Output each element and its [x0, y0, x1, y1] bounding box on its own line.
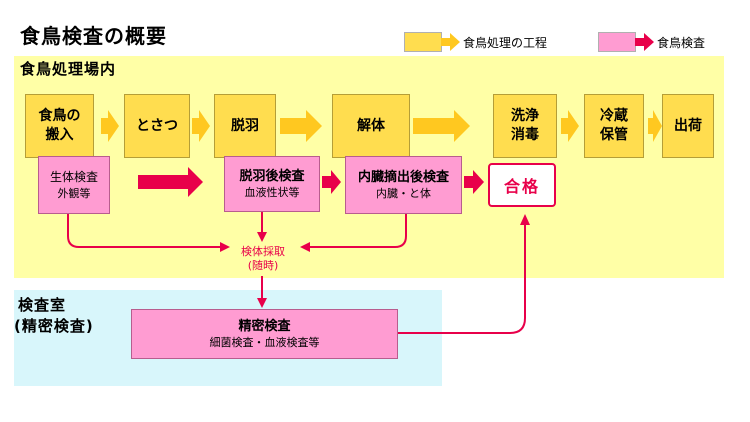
arrowhead-evisceration-sampling [300, 242, 310, 252]
process-arrow-4 [413, 110, 470, 142]
legend-inspection-arrow-icon [635, 33, 654, 51]
inspection-defeather: 脱羽後検査 血液性状等 [224, 156, 320, 212]
arrowhead-defeather-sampling [257, 232, 267, 242]
inspection-live-title: 生体検査 [49, 170, 98, 184]
step-dismantling: 解体 [332, 94, 410, 158]
step-defeathering: 脱羽 [214, 94, 276, 158]
inspection-precision-title: 精密検査 [238, 319, 291, 334]
sampling-label-line1: 検体採取 [241, 245, 285, 258]
process-arrow-3 [280, 110, 322, 142]
step-cold-storage: 冷蔵 保管 [584, 94, 644, 158]
page-title: 食鳥検査の概要 [20, 24, 167, 48]
inspection-evisceration: 内臓摘出後検査 内臓・と体 [345, 156, 462, 214]
inspection-live-sub: 外観等 [57, 187, 91, 200]
connector-lab-to-pass [398, 225, 526, 334]
inspection-evisceration-title: 内臓摘出後検査 [357, 170, 449, 185]
inspection-precision-sub: 細菌検査・血液検査等 [209, 336, 320, 349]
inspection-arrow-live-to-defeather [138, 167, 203, 197]
pass-box: 合格 [488, 163, 556, 207]
inspection-defeather-sub: 血液性状等 [244, 186, 300, 199]
lab-zone-label-line2: (精密検査) [14, 317, 94, 335]
connector-live-to-sampling [67, 214, 220, 248]
lab-zone-label-line1: 検査室 [18, 296, 67, 314]
process-arrow-1 [101, 110, 119, 142]
connector-evisceration-to-sampling [310, 214, 407, 248]
inspection-precision: 精密検査 細菌検査・血液検査等 [131, 309, 398, 359]
legend-process-label: 食鳥処理の工程 [463, 36, 548, 50]
inspection-defeather-title: 脱羽後検査 [239, 169, 305, 184]
inspection-arrow-evisceration-to-pass [464, 170, 484, 194]
process-arrow-6 [648, 110, 662, 142]
sampling-label-line2: (随時) [247, 259, 279, 272]
arrowhead-sampling-lab [257, 298, 267, 308]
inspection-arrow-defeather-to-evisceration [322, 170, 341, 194]
step-arrival: 食鳥の 搬入 [25, 94, 94, 158]
step-wash-disinfect: 洗浄 消毒 [493, 94, 557, 158]
inspection-live: 生体検査 外観等 [38, 156, 110, 214]
inspection-evisceration-sub: 内臓・と体 [376, 187, 431, 200]
arrowhead-live-sampling [220, 242, 230, 252]
step-shipping: 出荷 [662, 94, 714, 158]
process-arrow-5 [561, 110, 579, 142]
sampling-label: 検体採取 (随時) [222, 245, 304, 273]
legend-process-arrow-icon [441, 33, 460, 51]
process-arrow-2 [192, 110, 210, 142]
legend-inspection-label: 食鳥検査 [657, 36, 706, 50]
plant-zone-label: 食鳥処理場内 [20, 60, 117, 78]
arrowhead-lab-pass [520, 214, 530, 225]
step-slaughter: とさつ [124, 94, 190, 158]
